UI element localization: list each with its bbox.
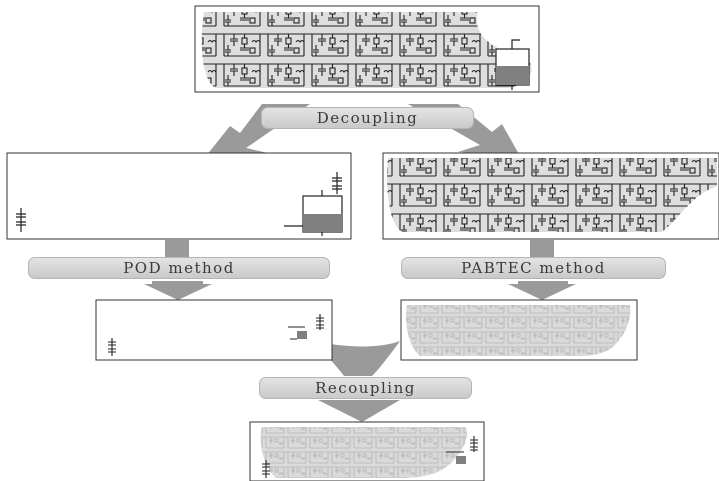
pod-reduced-source-icon-right (316, 314, 324, 330)
arrow-pabtec-shaft-1 (530, 240, 554, 260)
arrow-recouple-merge (312, 341, 400, 376)
coupled-reduced-device-icon (446, 451, 466, 464)
coupled-reduced-source-icon-left (262, 460, 270, 478)
pod-method-label: POD method (28, 257, 330, 279)
pod-input-tank-icon (284, 190, 343, 236)
pabtec-reduced-circuit-network (406, 305, 631, 356)
pod-reduced-device-icon (288, 326, 307, 340)
coupled-reduced-circuit-network (260, 427, 468, 478)
decoupling-label: Decoupling (261, 107, 474, 129)
pod-reduced-box (95, 299, 333, 361)
pod-input-box (6, 152, 352, 240)
pabtec-input-circuit-network (387, 158, 717, 232)
full-circuit-network (201, 12, 532, 88)
arrow-pod-head (144, 281, 212, 300)
arrow-recouple-head (318, 400, 400, 422)
coupled-reduced-source-icon-right (470, 436, 478, 452)
pod-input-source-icon-right (332, 172, 342, 194)
arrow-pabtec-head (508, 281, 576, 300)
recoupling-label: Recoupling (259, 377, 472, 399)
arrow-pod-shaft-1 (165, 240, 189, 260)
pabtec-method-label: PABTEC method (401, 257, 666, 279)
pod-input-source-icon-left (16, 208, 26, 232)
pod-reduced-source-icon-left (108, 338, 116, 356)
full-circuit-tank-icon (495, 39, 530, 90)
